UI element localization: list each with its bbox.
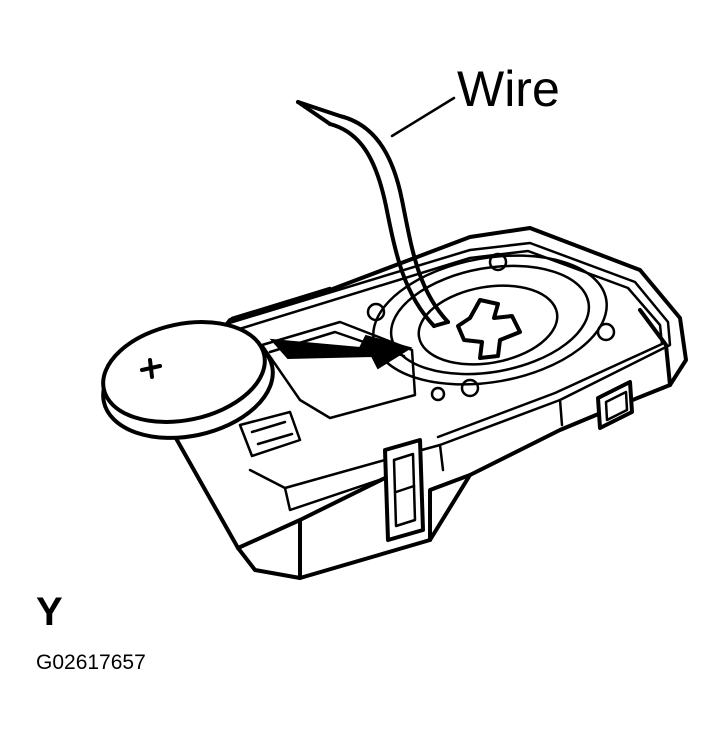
remote-case <box>158 226 688 580</box>
wire <box>296 96 456 328</box>
figure-code: G02617657 <box>36 651 146 674</box>
removal-arrow <box>269 334 413 370</box>
contact-spring-area <box>366 252 616 402</box>
wire-label: Wire <box>457 61 560 117</box>
view-label: Y <box>36 590 63 634</box>
coin-battery <box>101 320 275 440</box>
